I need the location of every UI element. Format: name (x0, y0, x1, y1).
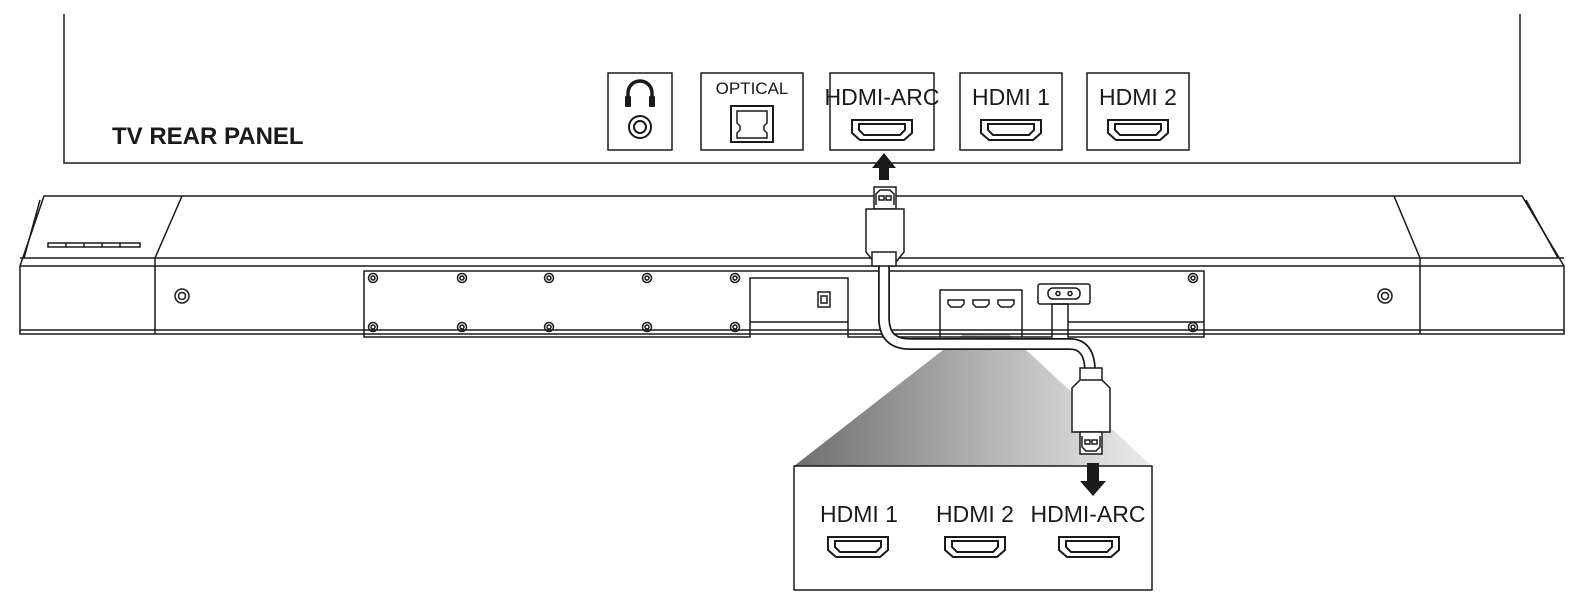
soundbar-hdmi-2-label: HDMI 2 (936, 501, 1014, 527)
tv-hdmi-1-port: HDMI 1 (959, 72, 1063, 151)
tv-hdmi-2-label: HDMI 2 (1099, 84, 1177, 110)
mount-screw-icon (174, 288, 190, 304)
tv-hdmi-1-label: HDMI 1 (972, 84, 1050, 110)
tv-hdmi-arc-port: HDMI-ARC (825, 72, 940, 151)
arrow-up-icon (872, 153, 896, 180)
optical-port: OPTICAL (700, 72, 804, 151)
audio-jack-icon (628, 115, 652, 139)
soundbar (19, 195, 1565, 338)
soundbar-hdmi-arc-label: HDMI-ARC (1031, 501, 1146, 527)
soundbar-hdmi-1-port: HDMI 1 (820, 501, 898, 558)
zoom-shadow (794, 315, 1152, 466)
tv-panel-title: TV REAR PANEL (112, 123, 304, 150)
soundbar-hdmi-ports (947, 299, 1015, 308)
hdmi-cable (865, 186, 1111, 455)
tv-rear-panel: TV REAR PANEL OPTICAL (63, 14, 1521, 180)
panel-screws (367, 272, 1199, 333)
headphone-icon (625, 79, 655, 107)
hdmi-plug-tv-end (865, 186, 905, 267)
hdmi-plug-soundbar-end (1071, 367, 1111, 455)
power-socket-icon (1037, 283, 1091, 305)
tv-hdmi-2-port: HDMI 2 (1086, 72, 1190, 151)
soundbar-hdmi-2-port: HDMI 2 (936, 501, 1014, 558)
soundbar-hdmi-arc-port: HDMI-ARC (1031, 501, 1146, 558)
soundbar-optical-port-icon (817, 291, 831, 308)
control-buttons (47, 242, 141, 248)
headphone-port (607, 72, 673, 151)
optical-port-label: OPTICAL (716, 79, 789, 98)
tv-hdmi-arc-label: HDMI-ARC (825, 84, 940, 110)
soundbar-zoom-callout: HDMI 1 HDMI 2 HDMI-ARC (793, 315, 1153, 591)
mount-screw-icon (1377, 288, 1393, 304)
arrow-down-icon (1080, 463, 1106, 496)
soundbar-hdmi-1-label: HDMI 1 (820, 501, 898, 527)
optical-port-icon (730, 105, 774, 143)
